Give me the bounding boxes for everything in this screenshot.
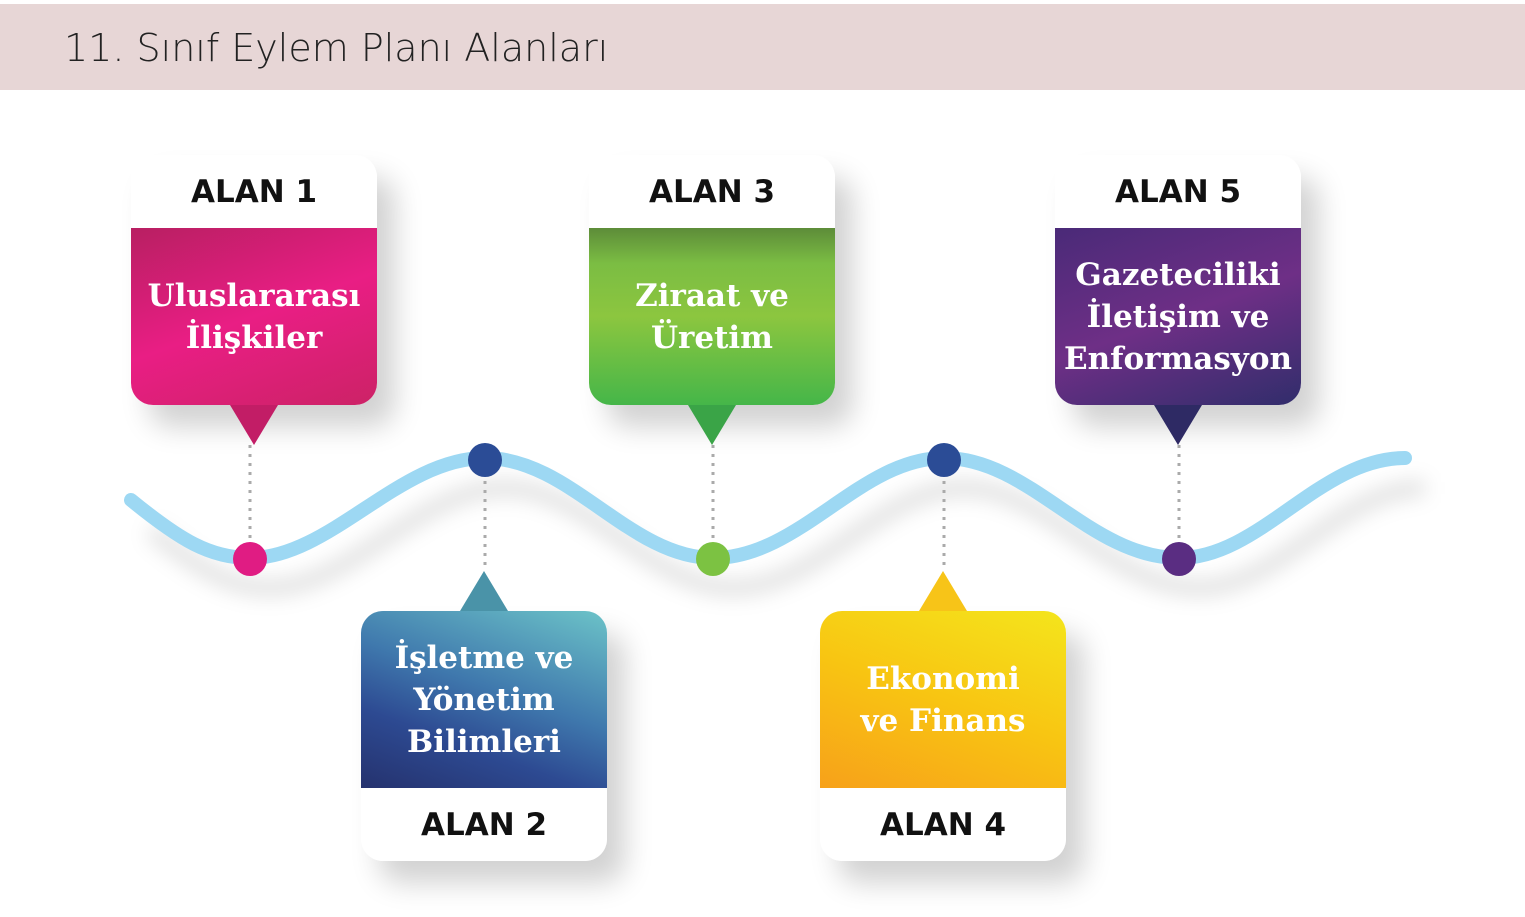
area-label: ALAN 3 xyxy=(589,155,835,228)
title-line: Yönetim xyxy=(413,681,555,718)
title-line: Ziraat ve xyxy=(635,277,789,314)
title-line: İletişim ve xyxy=(1086,298,1270,335)
title-line: Uluslararası xyxy=(147,277,361,314)
area-label: ALAN 1 xyxy=(131,155,377,228)
title-line: Enformasyon xyxy=(1063,340,1293,377)
dot-4 xyxy=(927,443,961,477)
title-line: İşletme ve xyxy=(394,639,574,676)
pointer-icon xyxy=(919,571,967,611)
title-line: İlişkiler xyxy=(185,319,323,356)
dot-1 xyxy=(233,542,267,576)
dot-2 xyxy=(468,443,502,477)
area-label: ALAN 2 xyxy=(361,788,607,861)
title-line: Gazeteciliki xyxy=(1075,256,1281,293)
header-bar: 11. Sınıf Eylem Planı Alanları xyxy=(0,4,1525,90)
area-card-4: Ekonomi ve Finans ALAN 4 xyxy=(820,571,1066,861)
dot-3 xyxy=(696,542,730,576)
pointer-icon xyxy=(1154,405,1202,445)
title-line: Üretim xyxy=(650,319,773,356)
pointer-icon xyxy=(688,405,736,445)
area-title: Ekonomi ve Finans xyxy=(820,611,1066,788)
area-title: Ziraat ve Üretim xyxy=(589,228,835,405)
dot-5 xyxy=(1162,542,1196,576)
pointer-icon xyxy=(230,405,278,445)
wave-line xyxy=(124,450,1412,566)
title-line: Bilimleri xyxy=(407,723,561,760)
title-line: Ekonomi xyxy=(866,660,1020,697)
area-card-3: ALAN 3 Ziraat ve Üretim xyxy=(589,155,835,445)
area-label: ALAN 4 xyxy=(820,788,1066,861)
area-label: ALAN 5 xyxy=(1055,155,1301,228)
pointer-icon xyxy=(460,571,508,611)
page-title: 11. Sınıf Eylem Planı Alanları xyxy=(64,26,609,70)
title-line: ve Finans xyxy=(860,702,1026,739)
